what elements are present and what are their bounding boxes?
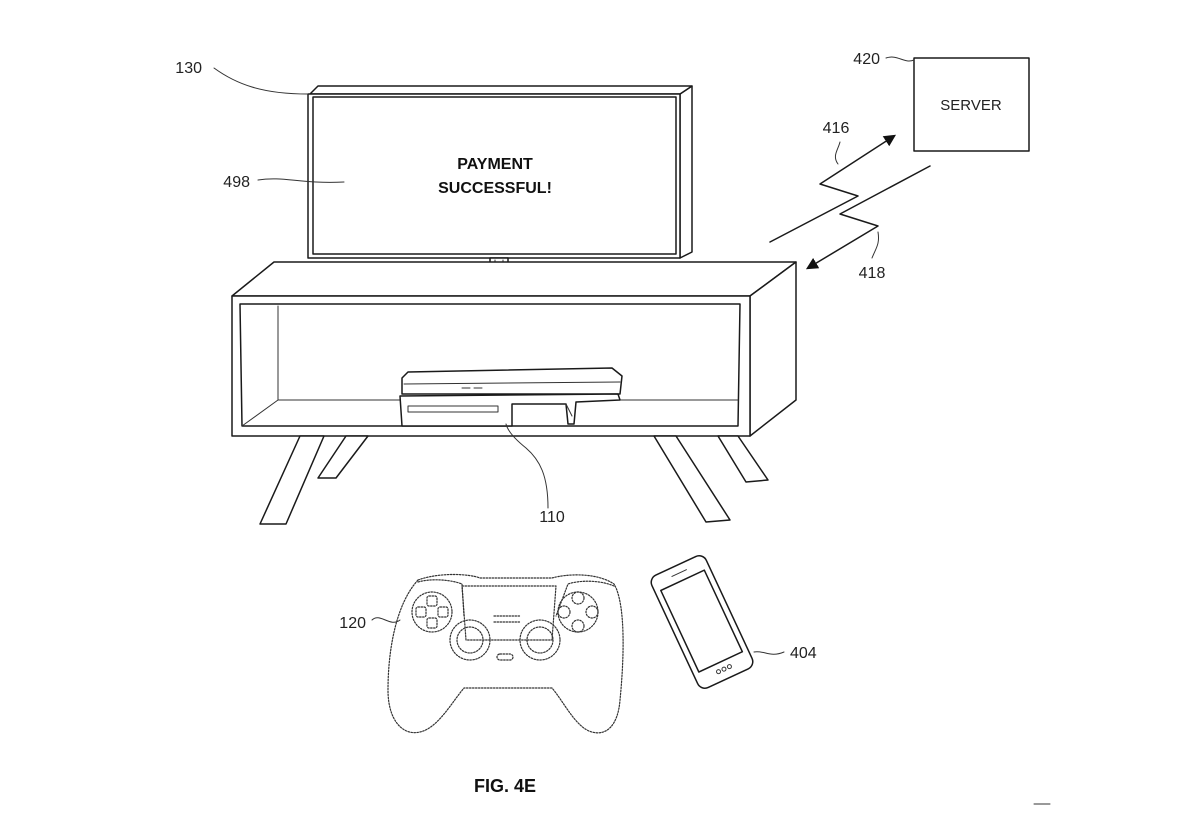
screen-line-1: PAYMENT [457,156,533,173]
label-420: 420 [853,51,880,68]
tv-screen [312,96,677,255]
label-110: 110 [539,509,565,526]
label-416: 416 [823,120,850,137]
game-controller [387,573,624,734]
figure-caption: FIG. 4E [474,776,536,796]
face-buttons [557,591,599,633]
d-pad [411,591,453,633]
label-418: 418 [859,265,886,282]
television: PAYMENT SUCCESSFUL! [307,85,693,293]
label-404: 404 [790,645,817,662]
label-120: 120 [339,615,366,632]
smartphone [650,555,754,689]
game-console [399,367,623,427]
server-box: SERVER [913,57,1030,152]
uplink-signal [769,134,897,243]
server-label: SERVER [940,97,1002,114]
label-130: 130 [175,60,202,77]
label-498: 498 [223,174,250,191]
downlink-signal [805,165,931,270]
screen-line-2: SUCCESSFUL! [438,180,552,197]
